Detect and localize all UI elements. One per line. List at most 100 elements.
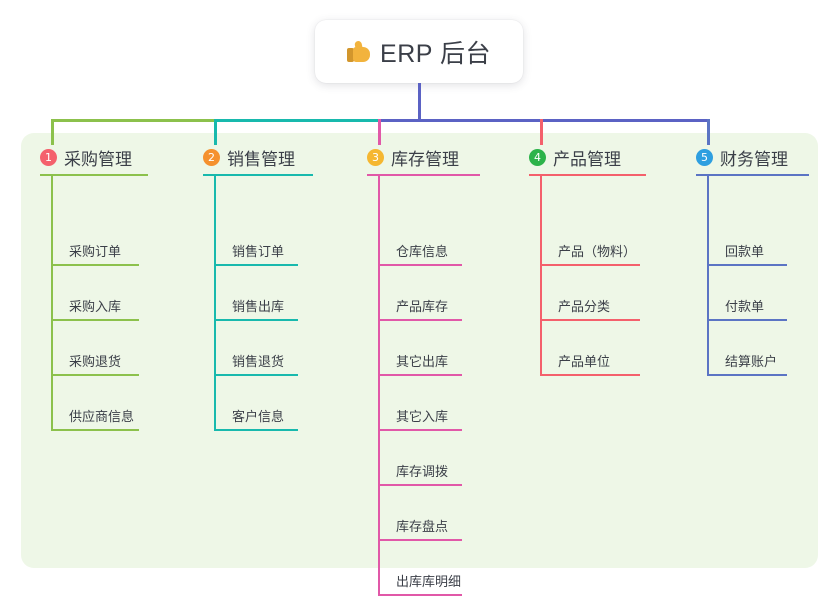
leaf-node[interactable]: 销售退货 — [214, 176, 298, 376]
leaf-underline — [378, 429, 462, 431]
column-header-5[interactable]: 5 财务管理 — [696, 143, 788, 171]
leaf-underline — [707, 374, 787, 376]
column-title-1: 采购管理 — [64, 149, 132, 169]
leaf-underline — [378, 319, 462, 321]
column-1: 1 采购管理采购订单采购入库采购退货供应商信息 — [40, 143, 148, 431]
root-title-text: ERP 后台 — [380, 39, 491, 68]
leaf-node[interactable]: 产品库存 — [378, 176, 462, 321]
leaf-node[interactable]: 仓库信息 — [378, 176, 462, 266]
leaf-node[interactable]: 产品分类 — [540, 176, 640, 321]
leaf-node[interactable]: 销售出库 — [214, 176, 298, 321]
leaf-label: 其它入库 — [396, 409, 449, 424]
leaf-node[interactable]: 结算账户 — [707, 176, 787, 376]
column-title-4: 产品管理 — [553, 149, 621, 169]
bus-segment-3 — [378, 119, 710, 122]
leaf-label: 供应商信息 — [69, 409, 135, 424]
leaf-underline — [51, 429, 139, 431]
leaf-label: 销售出库 — [232, 299, 285, 314]
column-spine-4 — [540, 176, 542, 376]
root-node-title: ERP 后台 — [347, 34, 491, 70]
leaf-label: 产品（物料） — [558, 244, 637, 259]
leaf-label: 结算账户 — [725, 354, 778, 369]
thumbs-up-icon — [347, 39, 371, 63]
leaf-underline — [378, 264, 462, 266]
root-connector-line — [418, 83, 421, 121]
leaf-node[interactable]: 其它出库 — [378, 176, 462, 376]
leaf-node[interactable]: 采购入库 — [51, 176, 139, 321]
column-badge-3: 3 — [367, 148, 384, 166]
leaf-node[interactable]: 出库库明细 — [378, 176, 462, 596]
column-spine-1 — [51, 176, 53, 431]
leaf-label: 采购退货 — [69, 354, 122, 369]
leaf-node[interactable]: 产品单位 — [540, 176, 640, 376]
bus-segment-2 — [214, 119, 381, 122]
leaf-node[interactable]: 客户信息 — [214, 176, 298, 431]
leaf-label: 销售订单 — [232, 244, 285, 259]
leaf-underline — [214, 374, 298, 376]
leaf-label: 产品分类 — [558, 299, 611, 314]
leaf-node[interactable]: 产品（物料） — [540, 176, 640, 266]
leaf-underline — [214, 264, 298, 266]
leaf-label: 仓库信息 — [396, 244, 449, 259]
leaf-label: 库存盘点 — [396, 519, 449, 534]
leaf-underline — [707, 264, 787, 266]
column-underline-4 — [529, 174, 646, 176]
leaf-label: 客户信息 — [232, 409, 285, 424]
leaf-underline — [540, 374, 640, 376]
leaf-underline — [378, 374, 462, 376]
column-badge-2: 2 — [203, 148, 220, 166]
leaf-label: 库存调拨 — [396, 464, 449, 479]
branch-stub-4 — [540, 119, 543, 145]
leaf-underline — [51, 264, 139, 266]
column-badge-1: 1 — [40, 148, 57, 166]
branch-stub-1 — [51, 119, 54, 145]
leaf-underline — [707, 319, 787, 321]
column-2: 2 销售管理销售订单销售出库销售退货客户信息 — [203, 143, 313, 431]
leaf-underline — [378, 484, 462, 486]
branch-stub-5 — [707, 119, 710, 145]
column-title-3: 库存管理 — [391, 149, 459, 169]
column-spine-5 — [707, 176, 709, 376]
leaf-underline — [214, 429, 298, 431]
column-badge-4: 4 — [529, 148, 546, 166]
column-title-2: 销售管理 — [227, 149, 295, 169]
branch-stub-3 — [378, 119, 381, 145]
leaf-node[interactable]: 采购退货 — [51, 176, 139, 376]
column-badge-5: 5 — [696, 148, 713, 166]
leaf-node[interactable]: 其它入库 — [378, 176, 462, 431]
leaf-label: 其它出库 — [396, 354, 449, 369]
column-header-1[interactable]: 1 采购管理 — [40, 143, 132, 171]
leaf-underline — [378, 539, 462, 541]
leaf-node[interactable]: 回款单 — [707, 176, 787, 266]
column-title-5: 财务管理 — [720, 149, 788, 169]
leaf-node[interactable]: 库存盘点 — [378, 176, 462, 541]
column-header-3[interactable]: 3 库存管理 — [367, 143, 459, 171]
column-spine-3 — [378, 176, 380, 596]
leaf-underline — [51, 319, 139, 321]
leaf-node[interactable]: 采购订单 — [51, 176, 139, 266]
leaf-label: 付款单 — [725, 299, 765, 314]
column-underline-5 — [696, 174, 809, 176]
column-underline-3 — [367, 174, 480, 176]
root-node[interactable]: ERP 后台 — [315, 20, 523, 83]
leaf-label: 回款单 — [725, 244, 765, 259]
leaf-underline — [540, 319, 640, 321]
leaf-node[interactable]: 销售订单 — [214, 176, 298, 266]
bus-segment-1 — [51, 119, 217, 122]
column-5: 5 财务管理回款单付款单结算账户 — [696, 143, 809, 376]
leaf-underline — [51, 374, 139, 376]
column-underline-2 — [203, 174, 313, 176]
column-header-2[interactable]: 2 销售管理 — [203, 143, 295, 171]
leaf-label: 产品单位 — [558, 354, 611, 369]
diagram-panel — [21, 133, 818, 568]
leaf-node[interactable]: 供应商信息 — [51, 176, 139, 431]
branch-stub-2 — [214, 119, 217, 145]
column-spine-2 — [214, 176, 216, 431]
column-header-4[interactable]: 4 产品管理 — [529, 143, 621, 171]
leaf-label: 出库库明细 — [396, 574, 462, 589]
leaf-node[interactable]: 付款单 — [707, 176, 787, 321]
leaf-underline — [214, 319, 298, 321]
leaf-label: 采购入库 — [69, 299, 122, 314]
leaf-node[interactable]: 库存调拨 — [378, 176, 462, 486]
